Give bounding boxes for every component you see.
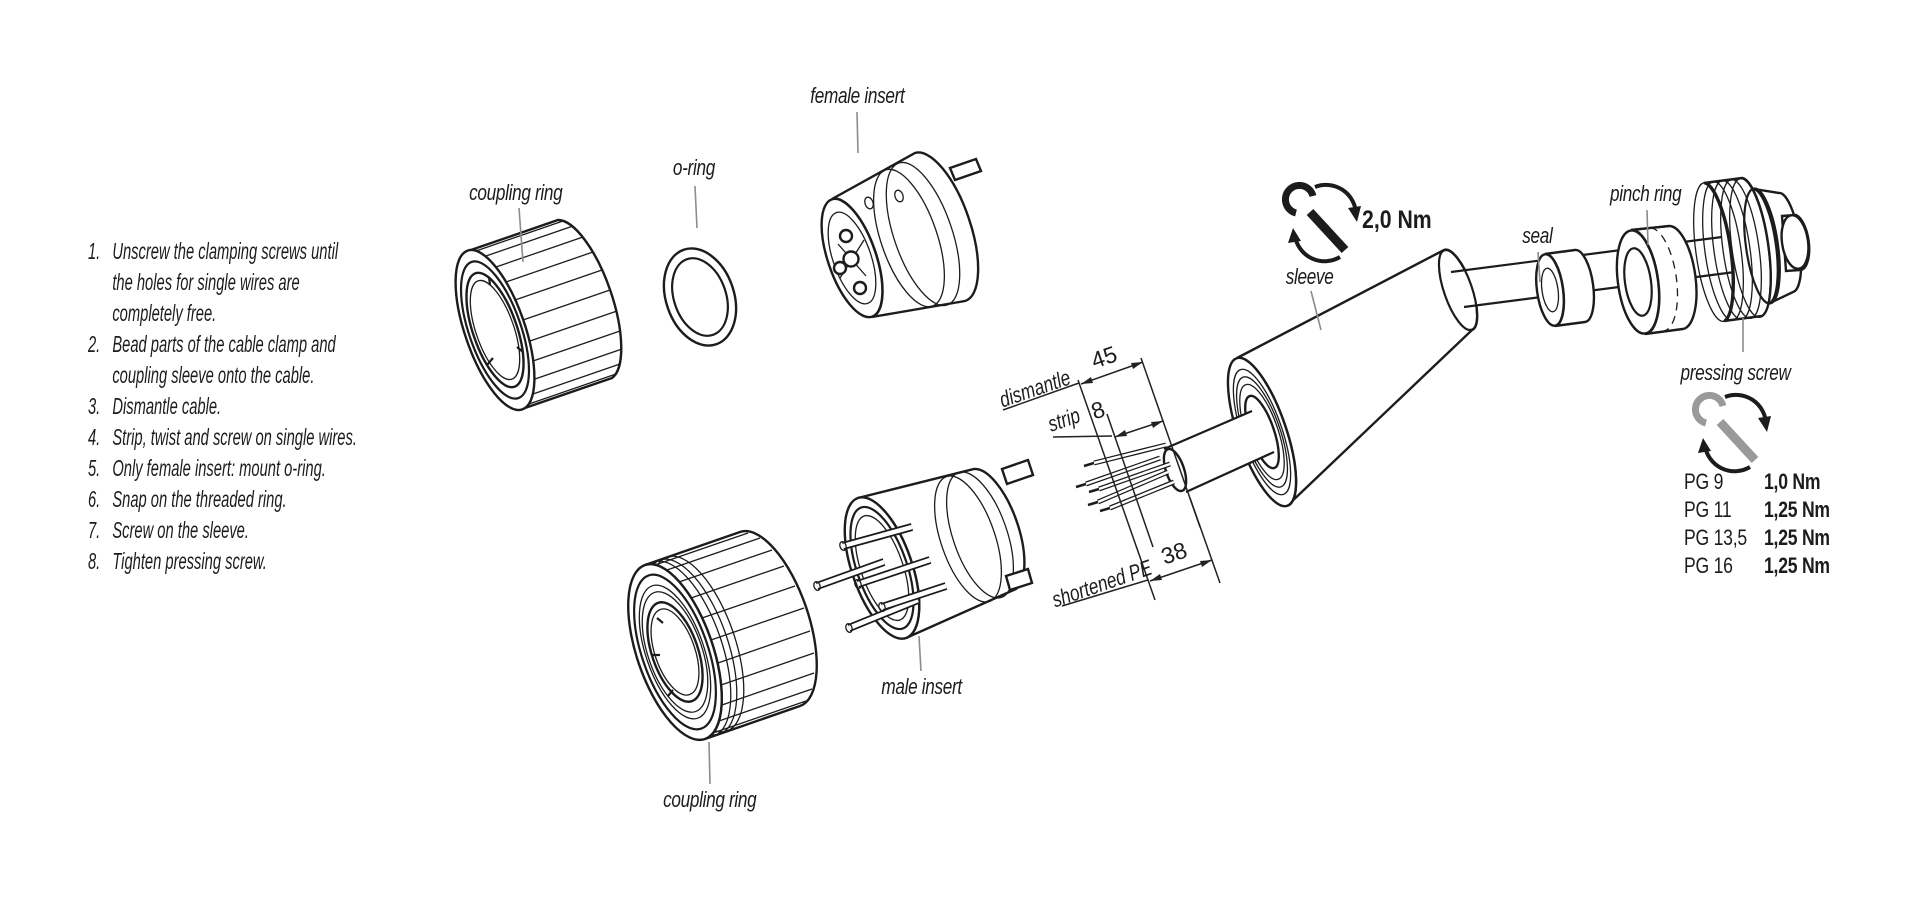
instruction-step: 2.Bead parts of the cable clamp and coup… (88, 331, 336, 388)
label-male-insert: male insert (881, 674, 963, 699)
pinch-ring-drawing (1615, 224, 1698, 336)
o-ring-drawing (662, 247, 738, 347)
assembly-instructions-list: 1.Unscrew the clamping screws until the … (88, 236, 389, 577)
instruction-step: 3.Dismantle cable. (88, 393, 222, 419)
label-coupling-ring-bottom: coupling ring (663, 787, 757, 812)
pressing-screw-drawing (1693, 176, 1811, 323)
contact-pins (813, 523, 948, 634)
stripped-wires (1075, 442, 1175, 513)
label-sleeve: sleeve (1286, 264, 1334, 289)
label-coupling-ring-top: coupling ring (469, 180, 563, 205)
instruction-step: 8.Tighten pressing screw. (88, 548, 267, 574)
instruction-step: 1.Unscrew the clamping screws until the … (88, 238, 339, 326)
dimension-lines (1002, 357, 1221, 607)
coupling-ring-top-drawing (454, 218, 623, 412)
torque-wrench-icon (1281, 181, 1361, 264)
label-pinch-ring: pinch ring (1610, 181, 1682, 206)
male-insert-drawing (813, 458, 1035, 640)
seal-drawing (1534, 248, 1596, 328)
label-female-insert: female insert (809, 83, 905, 108)
instruction-step: 4.Strip, twist and screw on single wires… (88, 424, 357, 450)
label-seal: seal (1521, 223, 1553, 248)
instruction-step: 7.Screw on the sleeve. (88, 517, 249, 543)
label-pressing-screw: pressing screw (1680, 360, 1792, 385)
leader-lines (518, 111, 1744, 785)
female-insert-drawing (820, 151, 983, 319)
instruction-step: 6.Snap on the threaded ring. (88, 486, 287, 512)
instruction-step: 5.Only female insert: mount o-ring. (88, 455, 326, 481)
sleeve-drawing (1226, 248, 1479, 508)
torque-wrench-gray-icon (1691, 391, 1771, 474)
coupling-ring-bottom-drawing (627, 529, 818, 742)
sleeve-torque-value: 2,0 Nm (1362, 206, 1432, 234)
label-o-ring: o-ring (672, 155, 715, 180)
